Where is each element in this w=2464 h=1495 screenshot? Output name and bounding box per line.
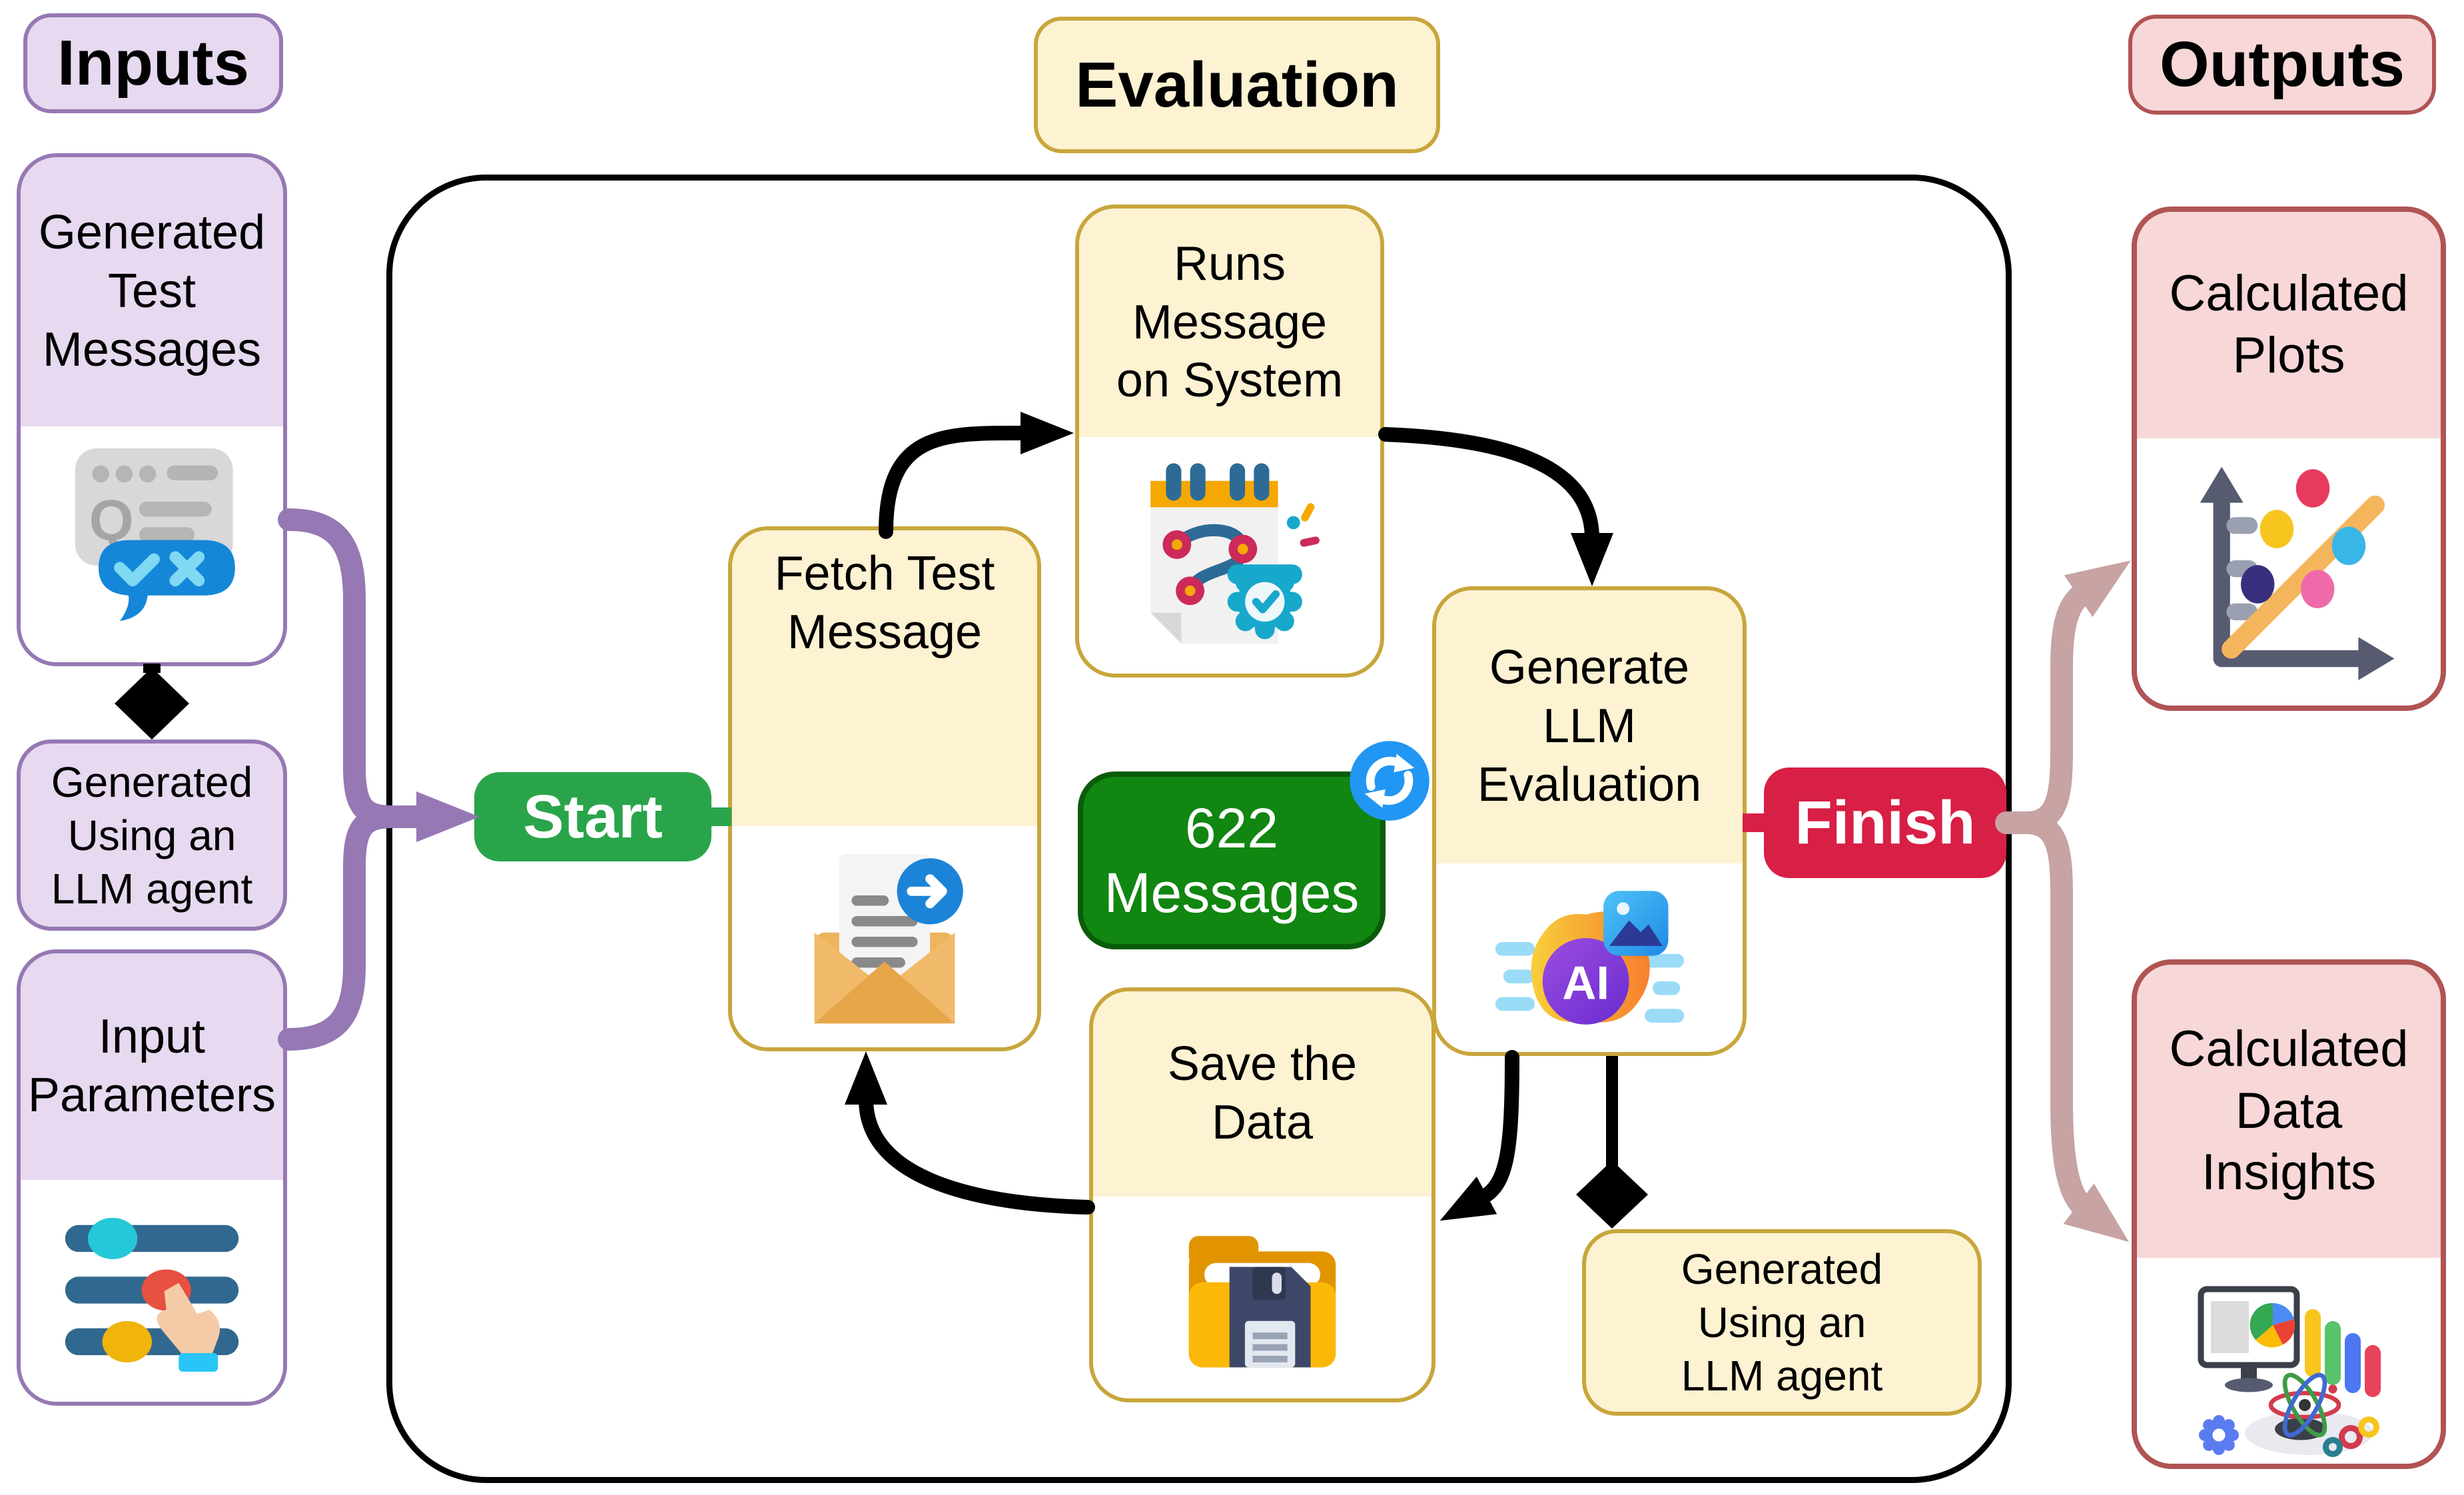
generated-test-messages-label: Generated Test Messages	[21, 157, 283, 426]
calculated-data-insights-label: Calculated Data Insights	[2137, 965, 2441, 1258]
calculated-plots-box: Calculated Plots	[2132, 207, 2446, 711]
scatter-plot-icon	[2200, 466, 2395, 680]
input-parameters-label: Input Parameters	[21, 953, 283, 1180]
calendar-route-icon	[1150, 462, 1320, 644]
qa-chat-icon: Q	[75, 448, 235, 622]
input-parameters-box: Input Parameters	[17, 949, 287, 1406]
fetch-test-message-box: Fetch Test Message	[728, 526, 1041, 1051]
save-icon	[1188, 1235, 1336, 1367]
generate-llm-evaluation-box: Generate LLM Evaluation	[1432, 586, 1747, 1056]
message-counter-badge: 622 Messages	[1078, 771, 1386, 949]
calculated-plots-label: Calculated Plots	[2137, 212, 2441, 438]
outputs-header: Outputs	[2128, 15, 2436, 115]
badge-label: Messages	[1104, 861, 1360, 924]
save-the-data-box: Save the Data	[1089, 987, 1436, 1402]
envelope-icon	[814, 854, 963, 1024]
ai-icon: AI	[1495, 891, 1684, 1025]
finish-button: Finish	[1764, 767, 2006, 878]
generate-llm-evaluation-label: Generate LLM Evaluation	[1436, 590, 1743, 863]
inputs-header: Inputs	[23, 13, 283, 113]
calculated-data-insights-box: Calculated Data Insights	[2132, 959, 2446, 1469]
save-the-data-label: Save the Data	[1093, 991, 1432, 1197]
refresh-icon	[1347, 738, 1432, 823]
generated-test-messages-box: Generated Test Messages Q	[17, 153, 287, 666]
diamond-connector-inputs	[115, 664, 189, 740]
fetch-test-message-label: Fetch Test Message	[732, 530, 1037, 826]
outputs-split-bracket	[1995, 560, 2131, 1243]
badge-count: 622	[1184, 796, 1279, 859]
runs-message-label: Runs Message on System	[1079, 209, 1380, 437]
svg-text:AI: AI	[1562, 957, 1609, 1010]
start-button: Start	[474, 772, 711, 861]
evaluation-header: Evaluation	[1034, 17, 1440, 153]
generated-using-llm-box: Generated Using an LLM agent	[17, 740, 287, 931]
data-insights-icon	[2198, 1286, 2381, 1457]
runs-message-box: Runs Message on System	[1075, 205, 1384, 678]
generated-llm-note-box: Generated Using an LLM agent	[1582, 1229, 1982, 1416]
sliders-icon	[65, 1217, 239, 1372]
